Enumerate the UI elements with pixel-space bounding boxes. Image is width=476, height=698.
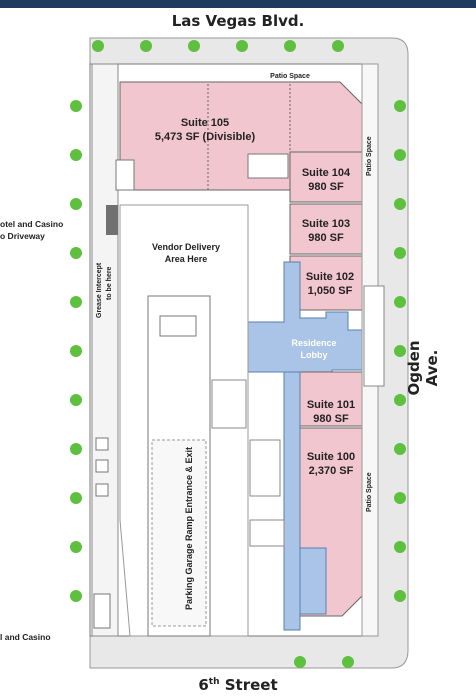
street-number-suffix: th [208,677,220,687]
suite-102-name: Suite 102 [306,271,354,283]
patio-label-right-lower: Patio Space [366,472,373,512]
header-bar [0,0,476,8]
trees [70,40,406,668]
grease-intercept-box [106,205,118,235]
grease-label-2: to be here [106,266,113,300]
lobby-label-1: Residence [291,338,336,348]
suite-105-name: Suite 105 [181,117,229,129]
patio-steps [363,285,385,387]
equipment-box [93,593,111,629]
suite-102-size: 1,050 SF [308,285,353,297]
garage-label: Parking Garage Ramp Entrance & Exit [184,447,194,610]
ramp-booth [159,315,197,337]
equipment-box [95,483,109,497]
service-room-blue [299,547,327,615]
equipment-box [95,437,109,451]
vendor-label-2: Area Here [165,254,208,264]
patio-label-top: Patio Space [270,73,310,80]
suite-100-name: Suite 100 [307,451,355,463]
street-name: Street [224,676,278,694]
side-label-lower: l and Casino [0,632,51,642]
suite-105-size: 5,473 SF (Divisible) [155,131,256,143]
side-label-upper-2: o Driveway [0,231,45,241]
street-label-top: Las Vegas Blvd. [171,12,305,30]
suite-105-notch [115,159,135,191]
core-block-mid [249,439,281,497]
street-label-bottom: 6th Street [0,676,476,694]
vendor-label-1: Vendor Delivery [152,242,220,252]
corridor-lower [283,371,301,631]
suite-103-size: 980 SF [308,232,344,244]
lobby-label-2: Lobby [301,350,328,360]
stair-core-bottom [249,519,285,547]
suite-103-name: Suite 103 [302,218,350,230]
suite-103-area [289,203,363,255]
stair-core-top [247,153,289,179]
suite-100-size: 2,370 SF [309,465,354,477]
street-number: 6 [198,676,209,694]
suite-101-name: Suite 101 [307,399,355,411]
street-label-right: Ogden Ave. [405,340,441,396]
grease-label-1: Grease Intercept [96,262,103,318]
suite-101-size: 980 SF [313,413,349,425]
side-label-upper-1: otel and Casino [0,219,64,229]
suite-104-name: Suite 104 [302,167,351,179]
suite-101-area [299,371,363,427]
equipment-box [95,459,109,473]
patio-label-right-upper: Patio Space [366,136,373,176]
core-block-left [211,379,247,429]
driveway-strip [91,63,119,637]
ramp-lane [151,439,207,627]
suite-104-area [289,151,363,203]
suite-104-size: 980 SF [308,181,344,193]
suite-102-area [289,255,363,311]
